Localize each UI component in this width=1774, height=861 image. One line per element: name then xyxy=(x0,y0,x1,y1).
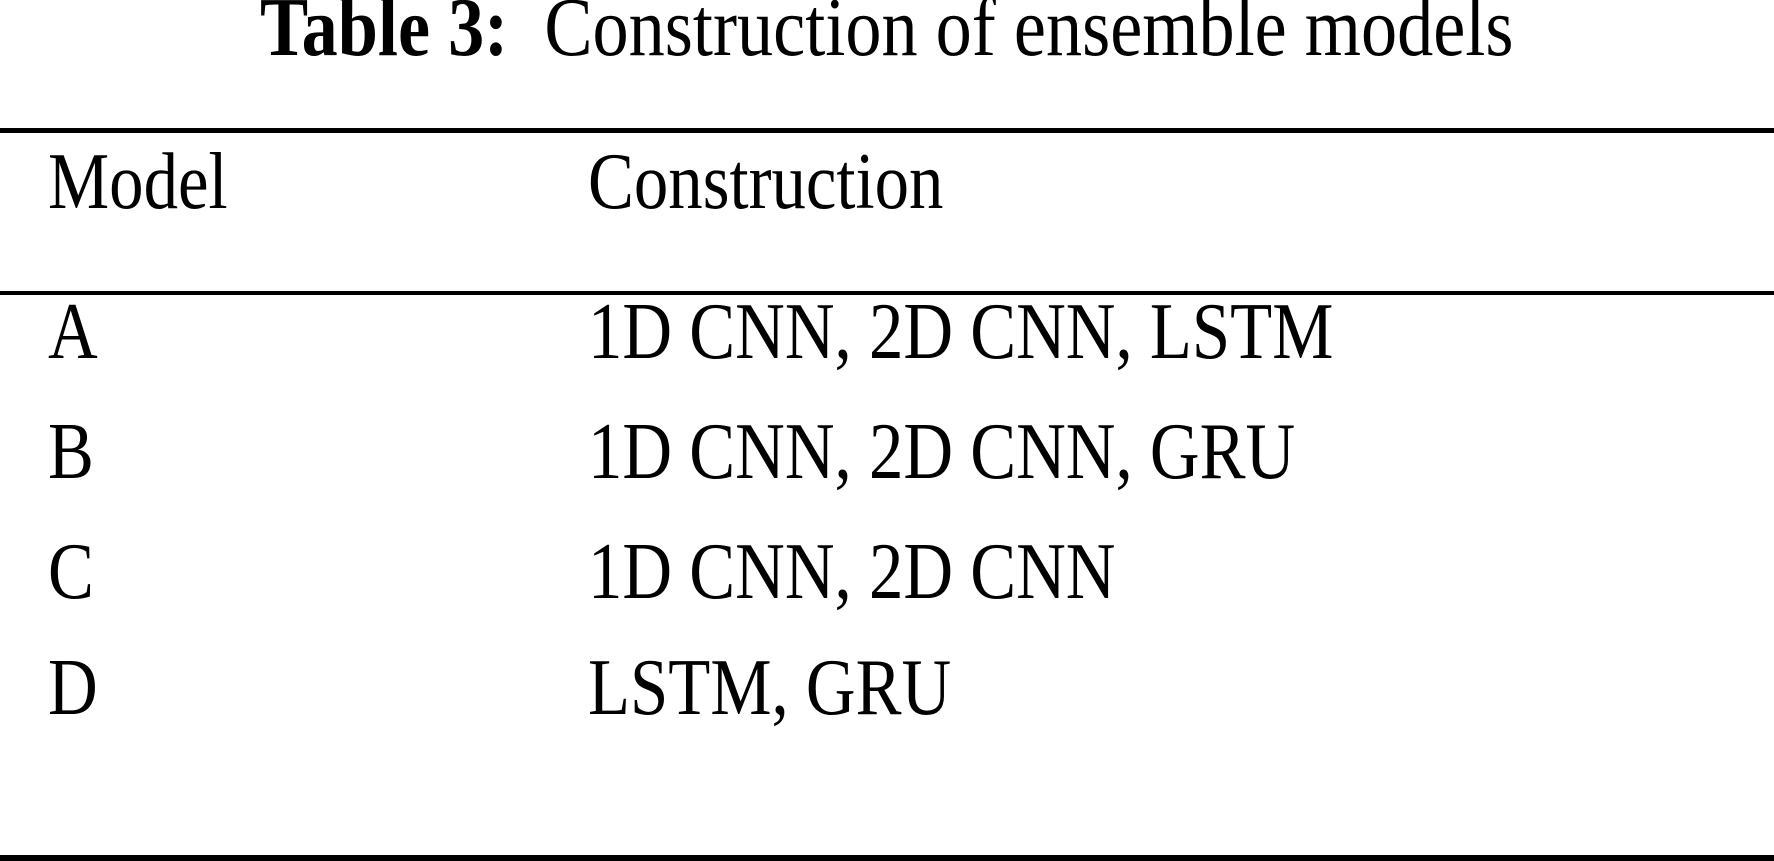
header-construction: Construction xyxy=(588,138,944,226)
cell-construction: 1D CNN, 2D CNN xyxy=(588,528,1116,616)
cell-construction: LSTM, GRU xyxy=(588,644,952,732)
cell-model: C xyxy=(48,528,94,616)
table-caption-inner: Table 3: Construction of ensemble models xyxy=(260,0,1513,70)
cell-construction: 1D CNN, 2D CNN, LSTM xyxy=(588,288,1334,376)
cell-model: A xyxy=(48,288,98,376)
cell-construction: 1D CNN, 2D CNN, GRU xyxy=(588,408,1296,496)
cell-model: B xyxy=(48,408,94,496)
table-caption-label: Table 3: xyxy=(260,0,509,74)
cell-model: D xyxy=(48,644,98,732)
table-top-rule xyxy=(0,128,1774,133)
table-caption-text: Construction of ensemble models xyxy=(544,0,1514,74)
table-bottom-rule xyxy=(0,855,1774,861)
header-model: Model xyxy=(48,138,228,226)
table-header-rule xyxy=(0,291,1774,295)
table-caption: Table 3: Construction of ensemble models xyxy=(0,0,1774,70)
